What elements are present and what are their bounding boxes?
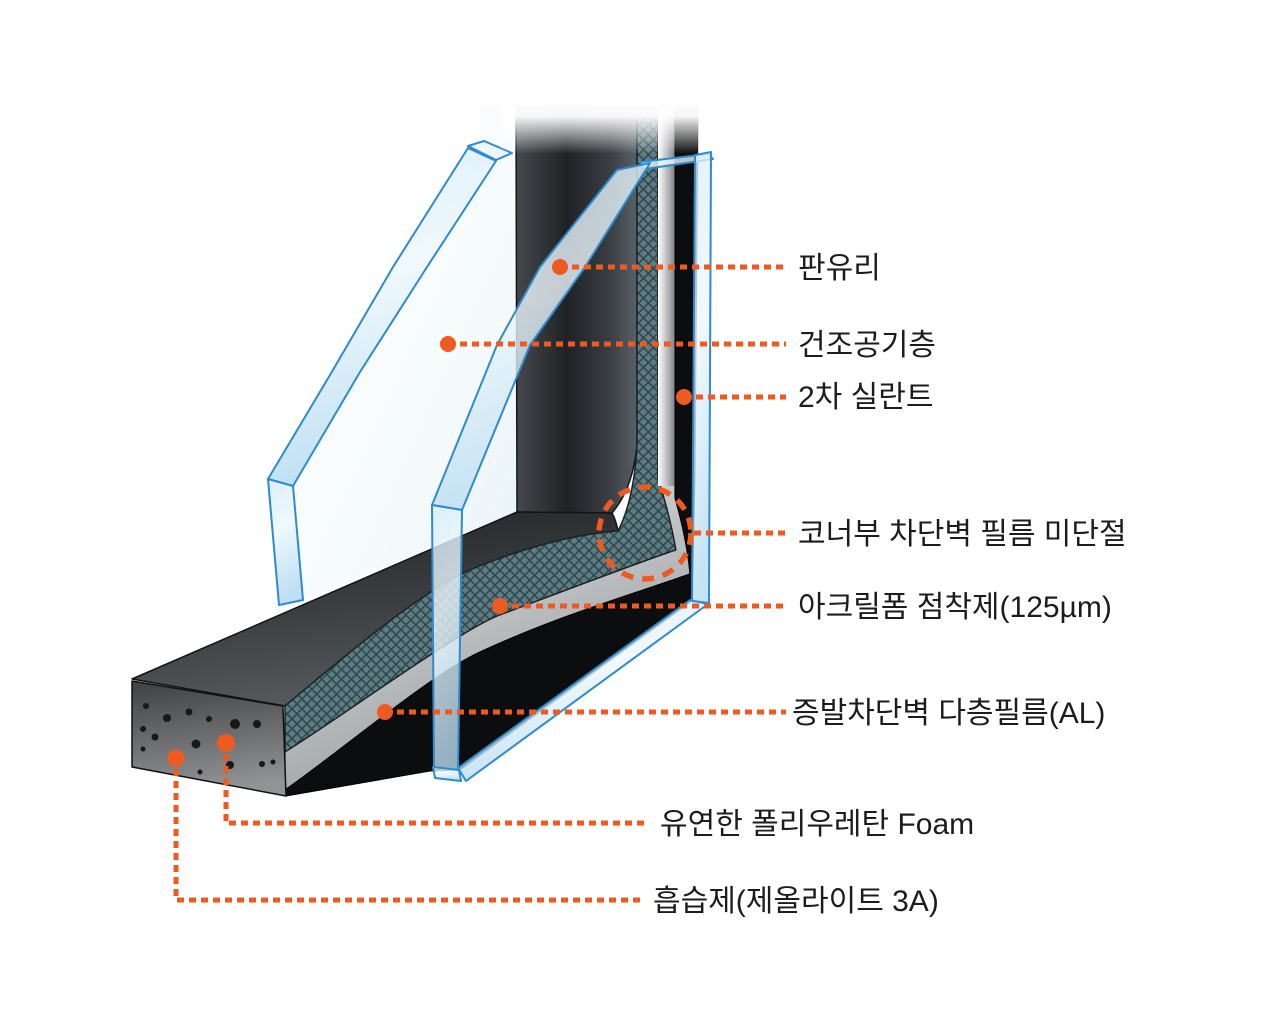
dot-desiccant [167, 749, 185, 767]
corner-highlight-circle [596, 484, 694, 582]
label-corner-barrier-film: 코너부 차단벽 필름 미단절 [798, 518, 1127, 551]
label-desiccant: 흡습제(제올라이트 3A) [653, 885, 939, 918]
dot-secondary-sealant [676, 389, 692, 405]
leader-dots [167, 259, 692, 767]
label-secondary-sealant: 2차 실란트 [798, 381, 933, 414]
label-plate-glass: 판유리 [798, 252, 881, 285]
leader-polyurethane-foam [223, 754, 648, 826]
dot-dry-air-layer [440, 336, 456, 352]
dot-vapor-barrier-film [377, 704, 393, 720]
leader-lines [173, 264, 786, 903]
multilayer-film-column [658, 106, 675, 486]
label-dry-air-layer: 건조공기층 [798, 329, 936, 362]
glass-pane-front [431, 151, 714, 782]
label-polyurethane-foam: 유연한 폴리우레탄 Foam [660, 808, 974, 841]
label-vapor-barrier-film: 증발차단벽 다층필름(AL) [792, 697, 1105, 730]
foam-cut-face [131, 680, 287, 797]
glass-pane-rear-side-edge [267, 478, 304, 606]
labels: 판유리 건조공기층 2차 실란트 코너부 차단벽 필름 미단절 아크릴폼 점착제… [653, 252, 1127, 918]
dot-acrylic-foam-adhesive [492, 598, 508, 614]
label-acrylic-foam-adhesive: 아크릴폼 점착제(125µm) [798, 591, 1112, 624]
glass-pane-front-side-edge [431, 504, 463, 771]
column-top-fade [500, 96, 715, 154]
desiccant-speckles [140, 703, 276, 775]
dot-polyurethane-foam [217, 734, 235, 752]
sealant-black-layer [284, 105, 699, 797]
dot-plate-glass [552, 259, 568, 275]
glass-pane-front-bottom-cap [432, 766, 462, 782]
glass-pane-rear [267, 140, 513, 606]
